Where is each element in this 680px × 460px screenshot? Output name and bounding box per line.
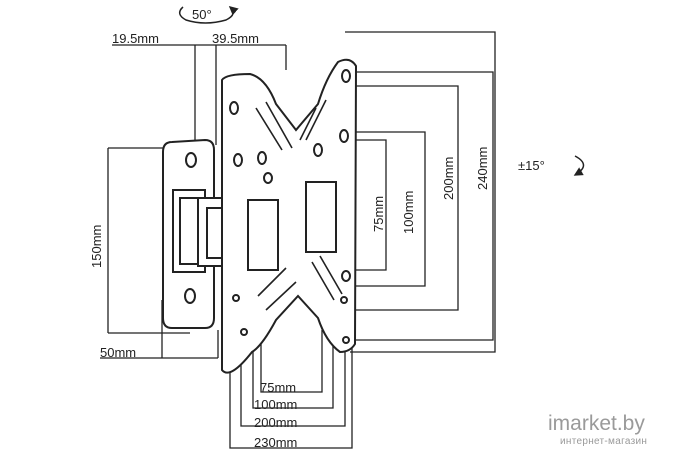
top-dim-19-5: 19.5mm <box>112 31 159 46</box>
vesa-plate <box>221 58 358 374</box>
vertical-dim-240: 240mm <box>475 146 490 190</box>
wall-plate-slot-top <box>185 152 197 168</box>
wall-plate-slot-bottom <box>184 288 196 304</box>
horizontal-dim-230: 230mm <box>254 435 298 450</box>
left-dim-150: 150mm <box>89 224 104 268</box>
plate-cutout-left <box>247 199 279 271</box>
tilt-indicator <box>573 155 585 176</box>
tilt-angle-label: ±15° <box>518 158 545 173</box>
left-dim-50: 50mm <box>100 345 137 360</box>
vertical-dim-200: 200mm <box>441 156 456 200</box>
watermark-brand: imarket.by <box>548 412 645 435</box>
horizontal-dim-100: 100mm <box>254 397 298 412</box>
vertical-dim-100: 100mm <box>401 190 416 234</box>
top-dim-39-5: 39.5mm <box>212 31 259 46</box>
vertical-dim-75: 75mm <box>371 195 386 232</box>
horizontal-dim-200: 200mm <box>254 415 298 430</box>
plate-cutout-right <box>305 181 337 253</box>
horizontal-dim-75: 75mm <box>260 380 297 395</box>
rotation-indicator <box>178 6 239 24</box>
rotation-angle-label: 50° <box>192 7 212 22</box>
watermark-tagline: интернет-магазин <box>560 436 648 447</box>
